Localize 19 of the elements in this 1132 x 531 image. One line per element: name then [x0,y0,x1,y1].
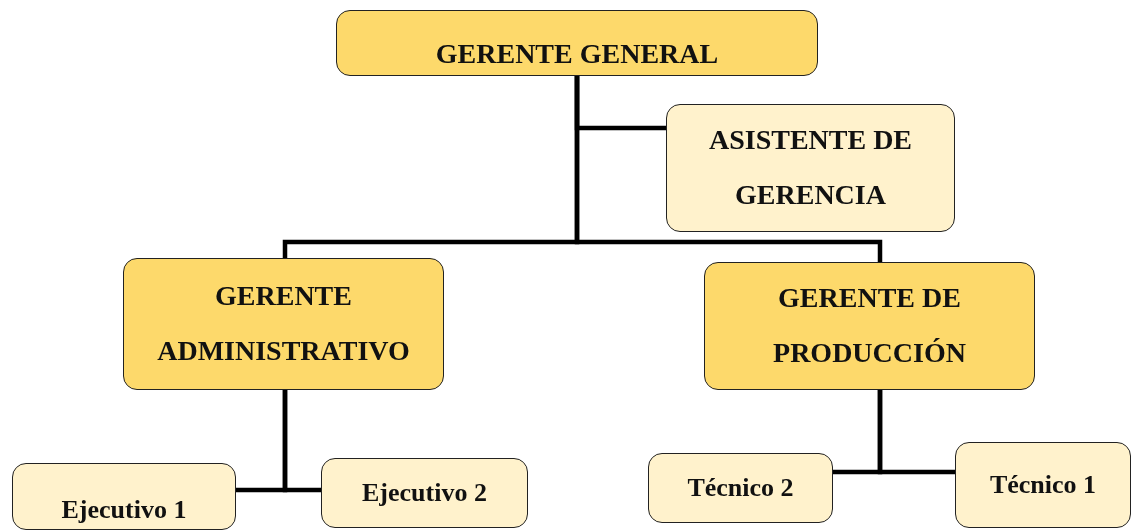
org-box [955,442,1131,528]
position-title: ASISTENTE DE GERENCIA [707,123,914,212]
connector-line [282,390,321,493]
position-title: Técnico 2 [687,472,794,504]
position-title: Ejecutivo 1 [61,493,187,525]
org-box [123,258,444,390]
position-title: GERENTE ADMINISTRATIVO [156,279,411,368]
org-box [648,453,833,523]
connector-line [574,76,883,262]
position-title: Técnico 1 [989,469,1097,501]
position-title: GERENTE GENERAL [435,37,719,71]
org-box [666,104,955,232]
position-title: Ejecutivo 2 [362,477,487,509]
position-title: GERENTE DE PRODUCCIÓN [772,281,967,370]
org-box [704,262,1035,390]
org-box [12,463,236,530]
connector-line [877,390,955,475]
org-box [336,10,818,76]
org-box [321,458,528,528]
